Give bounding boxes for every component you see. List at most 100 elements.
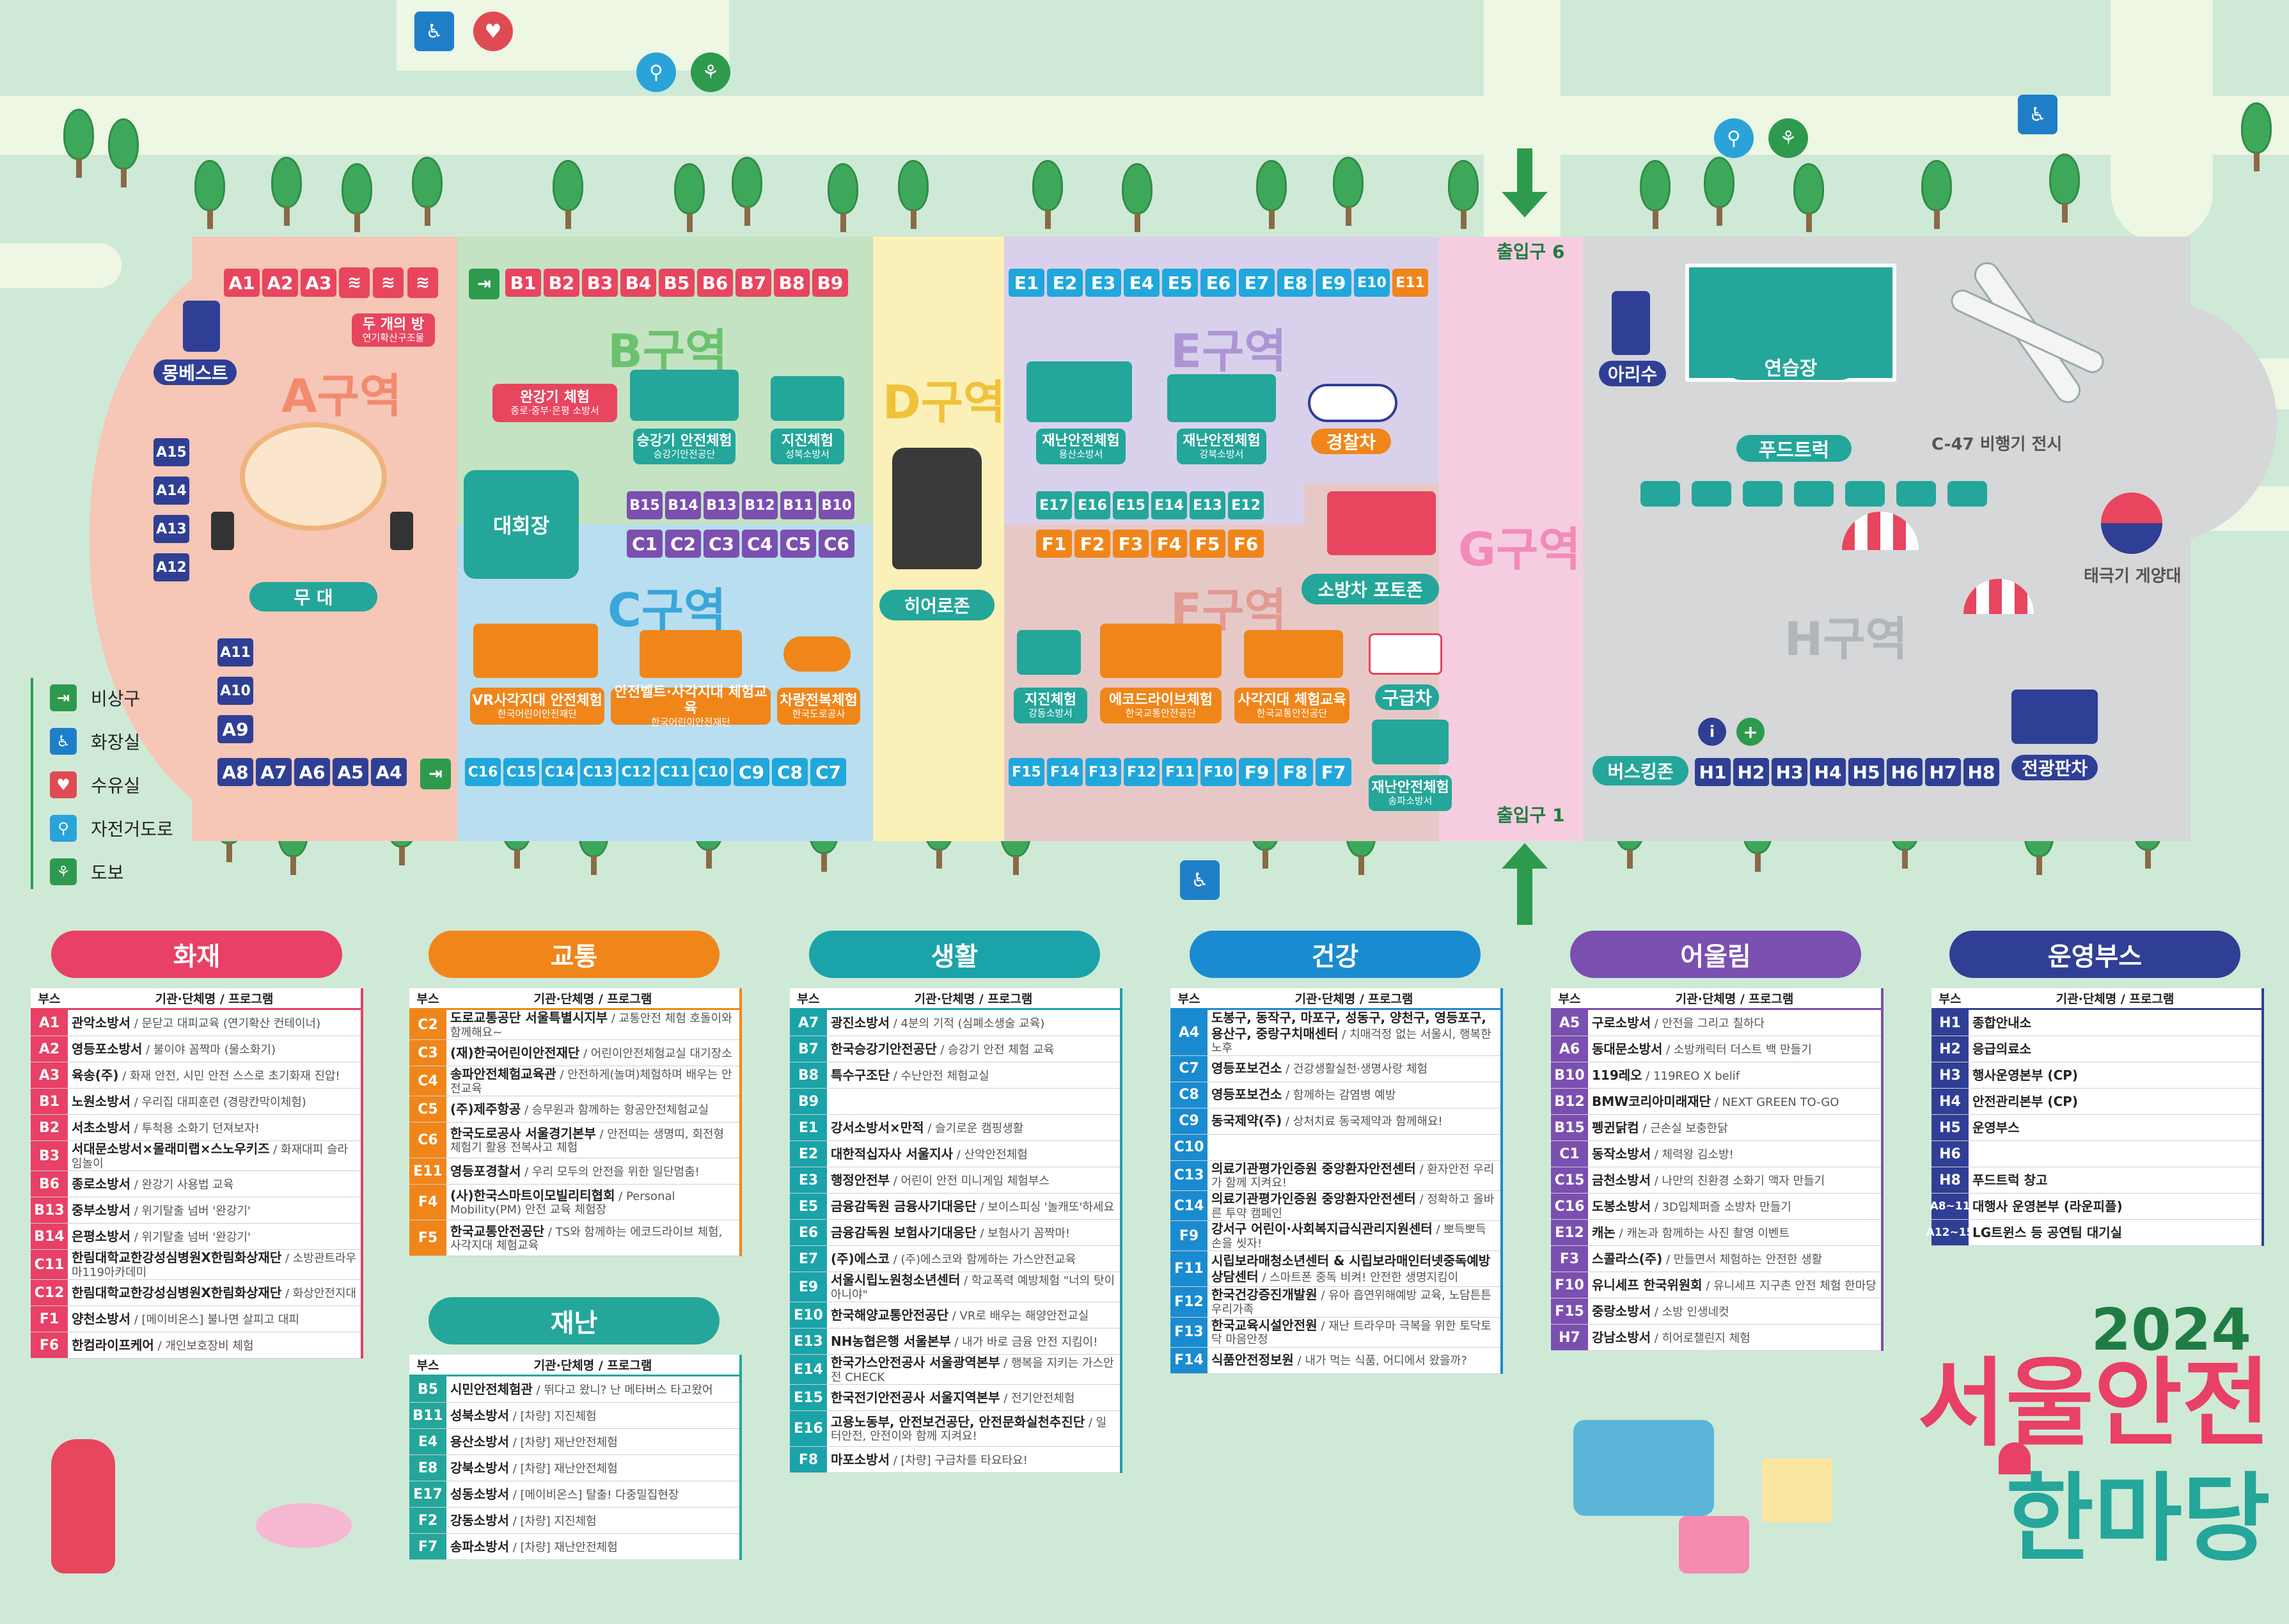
booth-c10[interactable]: C10: [695, 758, 731, 786]
tree: [192, 160, 228, 230]
booth-c6[interactable]: C6: [819, 530, 854, 558]
food-truck-illustration: [1573, 1420, 1714, 1516]
booth-a6[interactable]: A6: [294, 758, 330, 786]
booth-e3[interactable]: E3: [1085, 269, 1121, 297]
booth-e1[interactable]: E1: [1009, 269, 1044, 297]
booth-a8[interactable]: A8: [217, 758, 253, 786]
booth-code: B15: [1551, 1115, 1588, 1140]
booth-c1[interactable]: C1: [627, 530, 663, 558]
booth-h3[interactable]: H3: [1772, 758, 1807, 786]
booth-a5[interactable]: A5: [333, 758, 368, 786]
booth-h7[interactable]: H7: [1925, 758, 1961, 786]
booth-b2[interactable]: B2: [544, 269, 579, 297]
booth-a4[interactable]: A4: [371, 758, 407, 786]
booth-e14[interactable]: E14: [1151, 491, 1187, 519]
booth-b3[interactable]: B3: [582, 269, 618, 297]
booth-f11[interactable]: F11: [1162, 758, 1198, 786]
booth-code: C7: [1170, 1055, 1207, 1082]
booth-b4[interactable]: B4: [620, 269, 656, 297]
booth-f10[interactable]: F10: [1200, 758, 1236, 786]
booth-f3[interactable]: F3: [1113, 530, 1149, 558]
booth-b14[interactable]: B14: [665, 491, 701, 519]
booth-c3[interactable]: C3: [704, 530, 739, 558]
booth-e16[interactable]: E16: [1074, 491, 1110, 519]
billboard-truck-icon: [2011, 690, 2098, 744]
booth-e13[interactable]: E13: [1190, 491, 1225, 519]
booth-a14[interactable]: A14: [153, 477, 189, 505]
entrance-arrow-up-head: [1502, 843, 1548, 869]
booth-b11[interactable]: B11: [780, 491, 816, 519]
booth-c7[interactable]: C7: [810, 758, 846, 786]
booth-e7[interactable]: E7: [1239, 269, 1275, 297]
booth-a9[interactable]: A9: [217, 715, 253, 743]
booth-b5[interactable]: B5: [659, 269, 695, 297]
booth-c12[interactable]: C12: [618, 758, 654, 786]
booth-a10[interactable]: A10: [217, 677, 253, 705]
booth-e9[interactable]: E9: [1316, 269, 1351, 297]
booth-e6[interactable]: E6: [1200, 269, 1236, 297]
booth-a1[interactable]: A1: [224, 269, 260, 297]
booth-c9[interactable]: C9: [734, 758, 769, 786]
booth-e8[interactable]: E8: [1277, 269, 1313, 297]
food-truck-icon: [1845, 481, 1885, 507]
booth-c16[interactable]: C16: [465, 758, 501, 786]
legend-label: 도보: [91, 862, 124, 883]
booth-c11[interactable]: C11: [657, 758, 693, 786]
booth-f6[interactable]: F6: [1228, 530, 1264, 558]
booth-b6[interactable]: B6: [697, 269, 733, 297]
booth-info: 캐논 / 캐논과 함께하는 사진 촬영 이벤트: [1592, 1224, 1790, 1240]
booth-h5[interactable]: H5: [1848, 758, 1884, 786]
booth-h2[interactable]: H2: [1733, 758, 1769, 786]
booth-h6[interactable]: H6: [1887, 758, 1923, 786]
booth-e5[interactable]: E5: [1162, 269, 1198, 297]
booth-c14[interactable]: C14: [542, 758, 578, 786]
booth-c5[interactable]: C5: [780, 530, 816, 558]
booth-c2[interactable]: C2: [665, 530, 701, 558]
booth-b10[interactable]: B10: [819, 491, 854, 519]
booth-a13[interactable]: A13: [153, 515, 189, 543]
booth-f2[interactable]: F2: [1074, 530, 1110, 558]
booth-e11[interactable]: E11: [1392, 269, 1428, 297]
booth-f1[interactable]: F1: [1036, 530, 1072, 558]
booth-b8[interactable]: B8: [774, 269, 810, 297]
booth-f14[interactable]: F14: [1047, 758, 1083, 786]
booth-f13[interactable]: F13: [1085, 758, 1121, 786]
booth-f4[interactable]: F4: [1151, 530, 1187, 558]
booth-e12[interactable]: E12: [1228, 491, 1264, 519]
booth-f8[interactable]: F8: [1277, 758, 1313, 786]
booth-e10[interactable]: E10: [1354, 269, 1390, 297]
booth-a2[interactable]: A2: [262, 269, 298, 297]
booth-a15[interactable]: A15: [153, 438, 189, 466]
emergency-exit-icon: ⇥: [420, 759, 451, 789]
booth-b15[interactable]: B15: [627, 491, 663, 519]
booth-code: B5: [409, 1376, 446, 1402]
zone-label-h: H구역: [1784, 612, 1908, 666]
booth-h1[interactable]: H1: [1695, 758, 1731, 786]
booth-f12[interactable]: F12: [1124, 758, 1160, 786]
booth-f5[interactable]: F5: [1190, 530, 1225, 558]
booth-b1[interactable]: B1: [505, 269, 541, 297]
booth-e17[interactable]: E17: [1036, 491, 1072, 519]
booth-b13[interactable]: B13: [704, 491, 739, 519]
booth-c8[interactable]: C8: [772, 758, 808, 786]
booth-e15[interactable]: E15: [1113, 491, 1149, 519]
booth-f15[interactable]: F15: [1009, 758, 1044, 786]
booth-a12[interactable]: A12: [153, 553, 189, 581]
booth-h4[interactable]: H4: [1810, 758, 1846, 786]
booth-a11[interactable]: A11: [217, 638, 253, 666]
booth-f9[interactable]: F9: [1239, 758, 1275, 786]
booth-c15[interactable]: C15: [503, 758, 539, 786]
booth-e2[interactable]: E2: [1047, 269, 1083, 297]
booth-c13[interactable]: C13: [580, 758, 616, 786]
booth-e4[interactable]: E4: [1124, 269, 1160, 297]
booth-a3[interactable]: A3: [301, 269, 336, 297]
booth-f7[interactable]: F7: [1316, 758, 1351, 786]
event-year: 2024: [2091, 1297, 2252, 1364]
booth-h8[interactable]: H8: [1963, 758, 1999, 786]
booth-a7[interactable]: A7: [256, 758, 292, 786]
legend-divider: [31, 678, 33, 889]
booth-b9[interactable]: B9: [812, 269, 848, 297]
booth-c4[interactable]: C4: [742, 530, 778, 558]
booth-b12[interactable]: B12: [742, 491, 778, 519]
booth-b7[interactable]: B7: [735, 269, 771, 297]
